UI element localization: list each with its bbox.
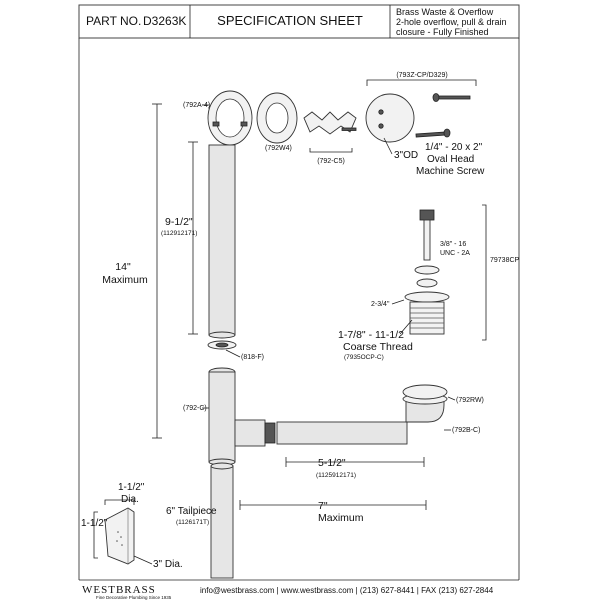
flange-diameter-label: 2-3/4"	[371, 301, 390, 308]
washer-818f	[207, 340, 237, 350]
detail-dia-3: 3" Dia.	[153, 559, 183, 570]
contact-info: info@westbrass.com | www.westbrass.com |…	[200, 586, 494, 595]
stopper-part-label: 79738CP	[490, 257, 520, 264]
brand-logo: WESTBRASS	[82, 584, 156, 596]
overflow-flange-792a4	[207, 90, 253, 146]
screw-name-line-1: Oval Head	[427, 154, 474, 165]
leader-line	[399, 319, 413, 335]
detail-dia-word: Dia.	[121, 494, 139, 505]
overall-height-label: 14"	[115, 261, 131, 273]
stopper-bracket	[482, 204, 487, 341]
ring-part-label: (792RW)	[456, 397, 484, 404]
oval-head-screw-bottom	[415, 128, 451, 138]
screw-name-line-2: Machine Screw	[416, 166, 485, 177]
waste-arm	[276, 384, 448, 445]
detail-dim-top: 1-1/2"	[118, 482, 145, 493]
description-line-1: Brass Waste & Overflow	[396, 7, 494, 17]
shoe-detail	[104, 507, 135, 565]
tailpiece-label: 6" Tailpiece	[166, 506, 217, 517]
leader-line	[391, 299, 405, 305]
flange-part-label: (792A-4)	[183, 102, 210, 109]
plate-diameter-label: 3"OD	[394, 150, 418, 161]
detail-bracket	[93, 511, 98, 559]
coarse-thread-size: 1-7/8" - 11-1/2	[338, 329, 404, 341]
overflow-pipe	[208, 144, 236, 339]
footer: WESTBRASS Fine Decorative Plumbing Since…	[79, 579, 519, 600]
elbow-part-label: (792B-C)	[452, 427, 480, 434]
clip-bracket	[309, 148, 353, 153]
pipe-part-label: (112912171)	[161, 230, 197, 237]
sheet-title: SPECIFICATION SHEET	[217, 13, 363, 28]
detail-bracket	[104, 499, 135, 505]
oval-head-screw-top	[432, 93, 471, 102]
leader-line	[133, 555, 153, 565]
description-line-2: 2-hole overflow, pull & drain	[396, 17, 507, 27]
waste-tee	[208, 367, 276, 466]
washer-part-label: (818-F)	[241, 354, 264, 361]
tailpiece	[210, 462, 234, 579]
leader-line	[225, 349, 241, 358]
thread-spec-line-2: UNC - 2A	[440, 250, 470, 257]
overflow-assembly-label: (793Z-CP/D329)	[396, 72, 447, 79]
screw-size-label: 1/4" - 20 x 2"	[425, 142, 483, 153]
gasket-part-label: (792W4)	[265, 145, 292, 152]
overflow-assembly-bracket	[366, 79, 477, 86]
description-line-3: closure - Fully Finished	[396, 27, 489, 37]
brand-tagline: Fine Decorative Plumbing Since 1935	[96, 595, 172, 600]
overflow-plate	[365, 93, 415, 143]
arm-length-label: 5-1/2"	[318, 457, 346, 469]
coarse-thread-label: Coarse Thread	[343, 341, 413, 353]
leader-line	[447, 396, 456, 401]
leader-line	[383, 137, 393, 155]
part-no-label: PART NO.	[86, 14, 141, 28]
coarse-thread-part: (7935OCP-C)	[344, 354, 384, 361]
overall-height-max: Maximum	[102, 274, 148, 286]
header-frame	[78, 4, 520, 39]
thread-spec-line-1: 3/8" - 16	[440, 241, 466, 248]
overflow-clip-792c5	[303, 111, 357, 135]
part-no-value: D3263K	[143, 14, 186, 28]
arm-part-label: (1125912171)	[316, 472, 356, 479]
reach-length-max: Maximum	[318, 512, 364, 524]
overflow-assembly: (793Z-CP/D329) (792A-4) (792W4) (792-C5)	[183, 72, 485, 177]
pipe-length-label: 9-1/2"	[165, 216, 193, 228]
tee-part-label: (792-C)	[183, 405, 207, 412]
tailpiece-part-label: (1126171T)	[176, 519, 209, 526]
clip-part-label: (792-C5)	[317, 158, 345, 165]
overflow-gasket-792w4	[256, 92, 298, 144]
header: PART NO. D3263K SPECIFICATION SHEET Bras…	[78, 4, 520, 39]
drain-stopper	[404, 209, 450, 335]
reach-length-label: 7"	[318, 500, 328, 512]
